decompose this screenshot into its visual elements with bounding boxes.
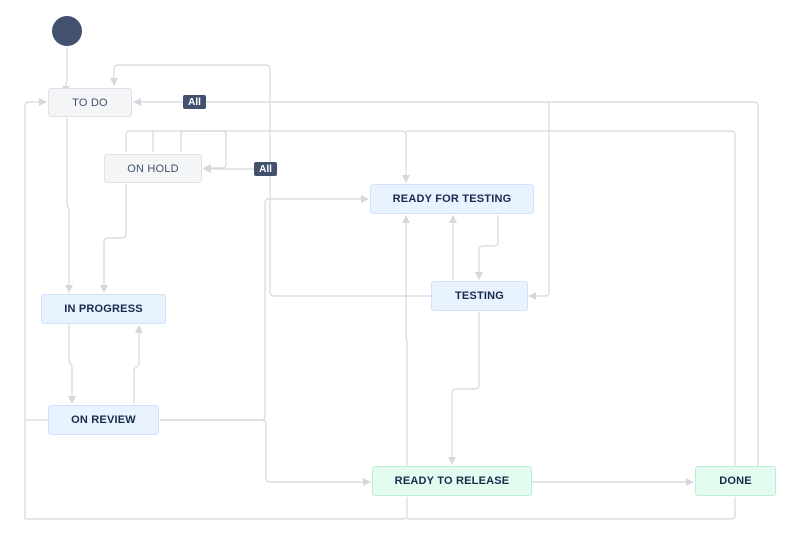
start-node[interactable] (52, 16, 82, 46)
transition-all-testing[interactable] (528, 102, 550, 300)
transition-onhold-self[interactable] (180, 130, 227, 172)
state-in-progress-label: IN PROGRESS (64, 303, 143, 315)
transition-readyfortesting-testing[interactable] (475, 215, 499, 280)
state-in-progress[interactable]: IN PROGRESS (41, 294, 166, 324)
transition-todo-inprogress[interactable] (65, 118, 73, 293)
state-ready-for-testing-label: READY FOR TESTING (392, 193, 512, 205)
transition-testing-readytorelease[interactable] (448, 312, 480, 465)
state-todo[interactable]: TO DO (48, 88, 132, 117)
transition-onhold-done[interactable] (152, 130, 735, 486)
transition-start-todo[interactable] (62, 47, 70, 94)
state-done[interactable]: DONE (695, 466, 776, 496)
all-badge-on-hold-label: All (259, 163, 272, 175)
transition-onreview-inprogress[interactable] (133, 325, 143, 404)
transition-readytorelease-readyfortesting[interactable] (402, 215, 410, 466)
transition-all-done[interactable] (206, 101, 762, 487)
state-on-review-label: ON REVIEW (71, 414, 136, 426)
transition-inprogress-onreview[interactable] (68, 324, 76, 404)
transition-onhold-readyfortesting[interactable] (125, 130, 410, 183)
state-ready-to-release-label: READY TO RELEASE (394, 475, 510, 487)
all-transitions-badge-on-hold[interactable]: All (254, 162, 277, 176)
transition-bottom-loop[interactable] (24, 420, 736, 520)
transition-onreview-readytorelease[interactable] (160, 419, 371, 486)
transition-testing-todo[interactable] (110, 64, 431, 297)
all-badge-todo-label: All (188, 96, 201, 108)
transition-onhold-inprogress[interactable] (100, 184, 127, 293)
state-on-hold[interactable]: ON HOLD (104, 154, 202, 183)
state-ready-for-testing[interactable]: READY FOR TESTING (370, 184, 534, 214)
state-ready-to-release[interactable]: READY TO RELEASE (372, 466, 532, 496)
state-todo-label: TO DO (72, 96, 108, 109)
state-on-hold-label: ON HOLD (127, 162, 179, 175)
state-testing[interactable]: TESTING (431, 281, 528, 311)
transition-onreview-readyfortesting[interactable] (160, 195, 369, 421)
state-done-label: DONE (719, 475, 752, 487)
state-on-review[interactable]: ON REVIEW (48, 405, 159, 435)
all-transitions-badge-todo[interactable]: All (183, 95, 206, 109)
state-testing-label: TESTING (454, 290, 505, 302)
transition-onreview-todo[interactable] (24, 98, 48, 421)
